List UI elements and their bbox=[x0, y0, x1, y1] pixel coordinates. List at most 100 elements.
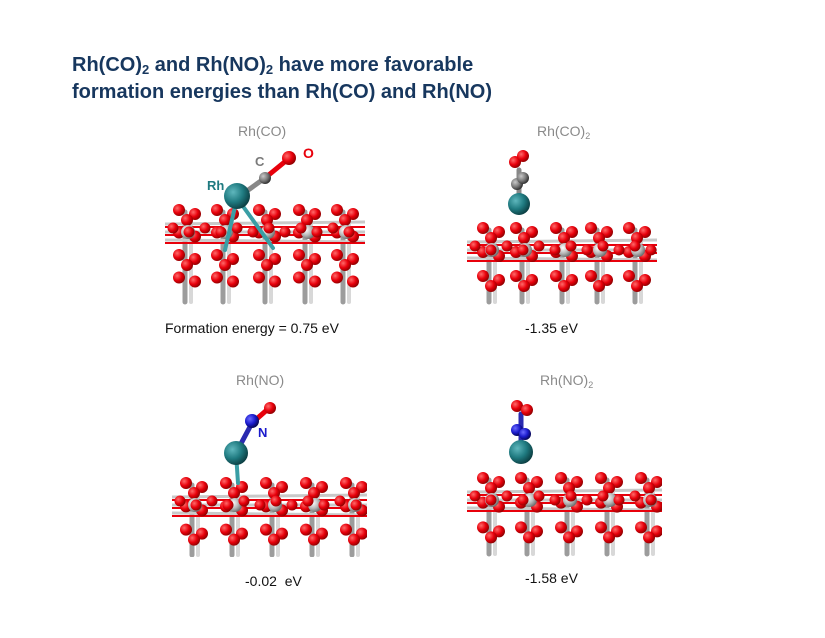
atom-O bbox=[581, 494, 593, 506]
atom-O bbox=[343, 226, 355, 238]
energy-rh-co: Formation energy = 0.75 eV bbox=[165, 320, 339, 336]
atom-O bbox=[247, 226, 259, 238]
atom-O bbox=[219, 214, 231, 226]
atom-O bbox=[623, 270, 635, 282]
atom-O bbox=[231, 222, 243, 234]
atom-O bbox=[347, 275, 359, 288]
atom-O bbox=[515, 521, 527, 534]
atom-O bbox=[300, 477, 312, 489]
atom-O bbox=[550, 222, 562, 234]
atom-O bbox=[180, 477, 192, 489]
atom-O bbox=[631, 280, 643, 292]
atom-O bbox=[515, 472, 527, 484]
atom-O bbox=[518, 232, 530, 244]
label-rh-no: Rh(NO) bbox=[236, 372, 285, 388]
structure-rh-co: Rh C O bbox=[165, 145, 365, 305]
slide-title: Rh(CO)2 and Rh(NO)2 have more favorable … bbox=[72, 52, 772, 106]
atom-O bbox=[302, 495, 314, 507]
atom-O bbox=[331, 249, 343, 261]
atom-R bbox=[509, 440, 533, 464]
label-rh-co2: Rh(CO)2 bbox=[537, 123, 591, 141]
atom-O bbox=[206, 495, 218, 507]
atom-O bbox=[308, 487, 320, 499]
atom-O bbox=[260, 523, 272, 536]
atom-O bbox=[510, 222, 522, 234]
atom-O bbox=[643, 482, 655, 494]
atom-O bbox=[523, 482, 535, 494]
atom-O bbox=[300, 523, 312, 536]
atom-C bbox=[517, 172, 529, 184]
title-line-1: Rh(CO)2 and Rh(NO)2 have more favorable bbox=[72, 54, 474, 77]
atom-O bbox=[309, 275, 321, 288]
structure-rh-no2 bbox=[467, 400, 662, 557]
atom-O bbox=[477, 472, 489, 484]
atom-O bbox=[563, 531, 575, 544]
atom-O bbox=[334, 495, 346, 507]
atom-O bbox=[295, 222, 307, 234]
atom-O bbox=[550, 270, 562, 282]
surface-slab bbox=[467, 472, 662, 557]
atom-O bbox=[211, 271, 223, 284]
energy-rh-no: -0.02 eV bbox=[245, 573, 302, 589]
atom-O bbox=[477, 222, 489, 234]
atom-C bbox=[259, 172, 271, 184]
title-line-2: formation energies than Rh(CO) and Rh(NO… bbox=[72, 81, 492, 103]
atom-O bbox=[517, 244, 529, 256]
atom-O bbox=[220, 477, 232, 489]
atom-O bbox=[199, 222, 211, 234]
atom-O bbox=[167, 222, 179, 234]
atom-O bbox=[293, 249, 305, 261]
atom-R bbox=[508, 193, 530, 215]
atom-O bbox=[565, 490, 577, 502]
atom-O bbox=[293, 204, 305, 216]
atom-O bbox=[254, 499, 266, 511]
atom-O bbox=[593, 280, 605, 292]
atom-O bbox=[238, 495, 250, 507]
atom-O bbox=[585, 222, 597, 234]
atom-O bbox=[533, 490, 545, 502]
atom-O bbox=[523, 531, 535, 544]
atom-O bbox=[477, 270, 489, 282]
atom-O bbox=[555, 521, 567, 534]
atom-O bbox=[603, 482, 615, 494]
adsorbate-co bbox=[223, 151, 296, 252]
atom-O bbox=[350, 499, 362, 511]
atom-O bbox=[597, 490, 609, 502]
atom-O bbox=[263, 222, 275, 234]
atom-O bbox=[635, 521, 647, 534]
atom-O bbox=[286, 499, 298, 511]
atom-O bbox=[173, 271, 185, 284]
atom-label-rh: Rh bbox=[207, 178, 224, 193]
label-rh-no2: Rh(NO)2 bbox=[540, 372, 594, 390]
atom-O bbox=[219, 259, 231, 271]
atom-O bbox=[511, 400, 523, 412]
atom-O bbox=[311, 226, 323, 238]
atom-O bbox=[222, 499, 234, 511]
atom-O bbox=[597, 240, 609, 252]
atom-O bbox=[645, 494, 657, 506]
atom-N bbox=[245, 414, 259, 428]
atom-O bbox=[501, 240, 513, 252]
atom-O bbox=[270, 495, 282, 507]
surface-slab bbox=[165, 204, 365, 305]
atom-O bbox=[558, 280, 570, 292]
atom-O bbox=[635, 472, 647, 484]
atom-O bbox=[533, 240, 545, 252]
atom-O bbox=[348, 487, 360, 499]
atom-O bbox=[181, 214, 193, 226]
atom-O bbox=[264, 402, 276, 414]
atom-O bbox=[595, 472, 607, 484]
atom-O bbox=[339, 214, 351, 226]
atom-O bbox=[282, 151, 296, 165]
atom-O bbox=[485, 244, 497, 256]
atom-O bbox=[595, 521, 607, 534]
atom-label-n: N bbox=[258, 425, 267, 440]
surface-slab bbox=[172, 477, 367, 557]
atom-O bbox=[485, 280, 497, 292]
atom-O bbox=[189, 275, 201, 288]
structure-rh-no: N bbox=[172, 402, 367, 557]
atom-O bbox=[555, 472, 567, 484]
adsorbate-co2 bbox=[508, 150, 530, 215]
atom-O bbox=[629, 490, 641, 502]
surface-slab bbox=[467, 222, 657, 305]
